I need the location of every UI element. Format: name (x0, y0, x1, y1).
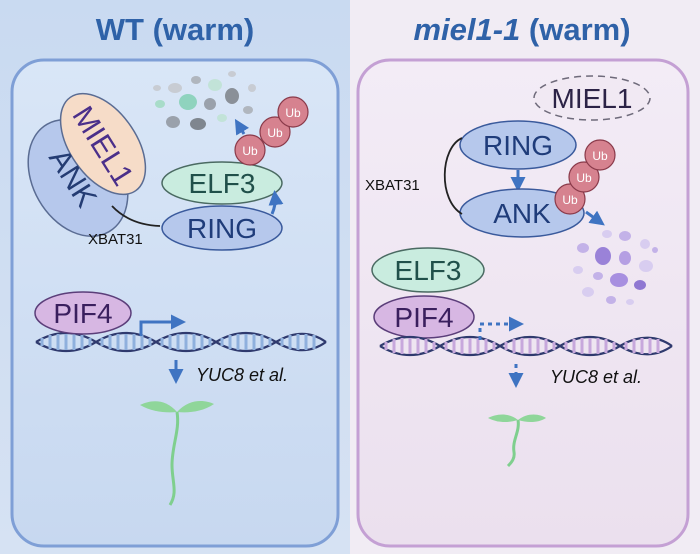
right-ub-1 (554, 183, 586, 215)
right-ub-2 (568, 161, 600, 193)
right-ub-3-label: Ub (592, 149, 608, 163)
right-target-genes-label: YUC8 et al. (550, 367, 642, 387)
right-miel1-label: MIEL1 (552, 83, 633, 114)
left-ring-to-elf3-arrow (268, 190, 284, 215)
right-ring-oval (459, 120, 577, 170)
right-elf3-label: ELF3 (395, 255, 462, 286)
left-xbat31-linker (111, 205, 161, 227)
left-pif4-label: PIF4 (53, 298, 112, 329)
right-seedling (488, 414, 546, 468)
right-dna-helix (379, 336, 673, 356)
left-ring-oval (161, 205, 283, 251)
left-seedling (140, 401, 214, 506)
right-xbat31-label: XBAT31 (365, 177, 420, 194)
right-weak-transcription-arrow (478, 316, 524, 340)
right-ank-label: ANK (493, 198, 551, 229)
right-ring-label: RING (483, 130, 553, 161)
left-xbat31-label: XBAT31 (88, 231, 143, 248)
left-title: WT (warm) (96, 12, 254, 47)
left-degradation-arrow (234, 118, 250, 136)
left-ub-1 (234, 134, 266, 166)
left-ub-3 (277, 96, 309, 128)
left-dna-helix (35, 332, 327, 352)
right-elf3-oval (371, 247, 485, 293)
right-degradation-arrow (585, 210, 605, 226)
left-degradation-dots (153, 71, 256, 130)
left-transcription-arrow (139, 314, 186, 336)
left-elf3-oval (161, 161, 283, 205)
left-ub-2 (259, 116, 291, 148)
left-ub-1-label: Ub (242, 144, 258, 158)
right-title: miel1-1 (warm) (413, 12, 630, 47)
left-ring-label: RING (187, 213, 257, 244)
right-pif4-label: PIF4 (394, 302, 453, 333)
right-degradation-dots (573, 230, 658, 305)
right-xbat31-linker (443, 137, 463, 215)
left-target-genes-label: YUC8 et al. (196, 365, 288, 385)
left-miel1-oval (59, 92, 147, 196)
right-ub-2-label: Ub (576, 171, 592, 185)
right-ub-3 (584, 139, 616, 171)
left-pif4-oval (34, 291, 132, 335)
right-ub-1-label: Ub (562, 193, 578, 207)
left-ub-3-label: Ub (285, 106, 301, 120)
right-title-italic: miel1-1 (413, 12, 520, 47)
right-miel1-oval (533, 75, 651, 121)
right-cell (356, 58, 690, 548)
left-ub-2-label: Ub (267, 126, 283, 140)
right-title-rest: (warm) (520, 12, 630, 47)
left-elf3-label: ELF3 (189, 168, 256, 199)
